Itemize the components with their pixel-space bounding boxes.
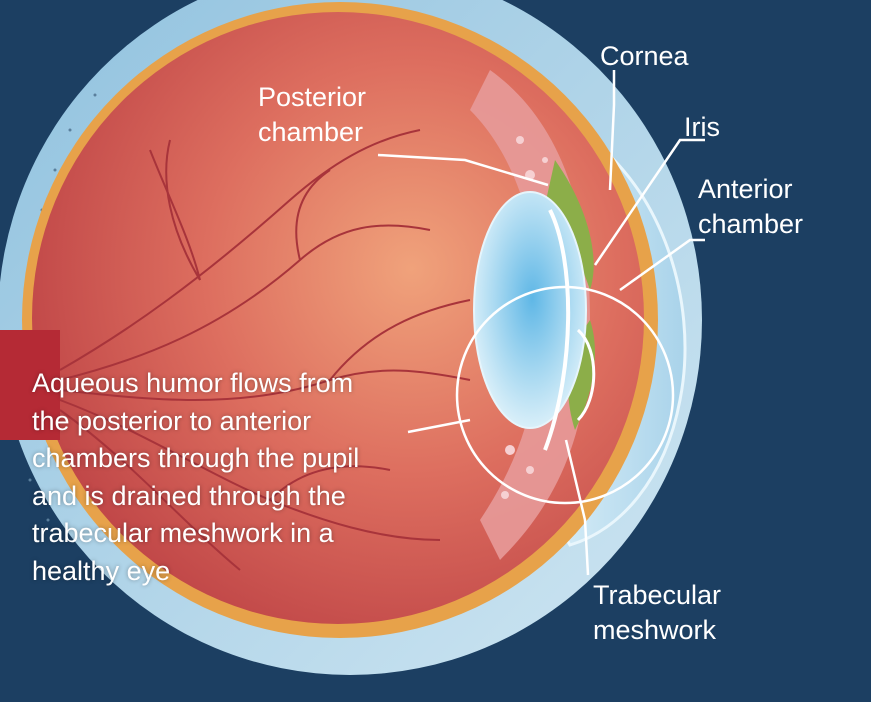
caption-line: and is drained through the (32, 478, 359, 516)
anterior-chamber-label-line-2: chamber (698, 207, 803, 242)
caption-line: Aqueous humor flows from (32, 365, 359, 403)
trabecular-meshwork-label: Trabecular meshwork (593, 578, 721, 648)
caption-line: chambers through the pupil (32, 440, 359, 478)
posterior-chamber-label: Posterior chamber (258, 80, 366, 150)
anterior-chamber-label: Anterior chamber (698, 172, 803, 242)
iris-label: Iris (684, 110, 720, 145)
posterior-chamber-label-line-2: chamber (258, 115, 366, 150)
cornea-label: Cornea (600, 39, 689, 74)
trabecular-meshwork-label-line-1: Trabecular (593, 578, 721, 613)
caption-line: healthy eye (32, 553, 359, 591)
trabecular-meshwork-label-line-2: meshwork (593, 613, 721, 648)
anterior-chamber-label-line-1: Anterior (698, 172, 803, 207)
posterior-chamber-label-line-1: Posterior (258, 80, 366, 115)
aqueous-humor-caption: Aqueous humor flows from the posterior t… (32, 365, 359, 590)
caption-line: trabecular meshwork in a (32, 515, 359, 553)
caption-line: the posterior to anterior (32, 403, 359, 441)
